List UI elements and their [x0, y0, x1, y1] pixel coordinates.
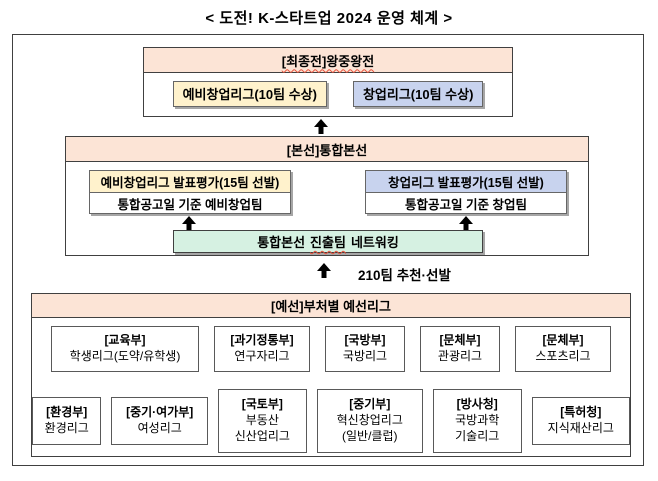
- dept-label: [중기부]: [349, 397, 391, 412]
- final-pre-league-box: 예비창업리그(10팀 수상): [172, 80, 327, 107]
- final-stage-header-label: [최종전]왕중왕전: [281, 53, 375, 69]
- preliminary-header-label: [예선]부처별 예선리그: [271, 299, 391, 314]
- page-title: < 도전! K-스타트업 2024 운영 체계 >: [205, 10, 453, 27]
- league-box-tourism: [문체부] 관광리그: [420, 326, 500, 372]
- preliminary-row-1: [교육부] 학생리그(도약/유학생) [과기정통부] 연구자리그 [국방부] 국…: [32, 326, 630, 372]
- league-label: 여성리그: [137, 421, 182, 435]
- main-startup-league-title: 창업리그 발표평가(15팀 선발): [365, 170, 567, 193]
- league-label: 국방리그: [342, 349, 388, 363]
- up-arrow-icon: [316, 263, 332, 278]
- up-arrow-icon: [181, 216, 197, 231]
- up-arrow-icon: [458, 216, 474, 231]
- league-label: 환경리그: [44, 421, 89, 435]
- diagram-frame: [최종전]왕중왕전 예비창업리그(10팀 수상) 창업리그(10팀 수상) [본…: [12, 34, 644, 466]
- dept-label: [특허청]: [560, 405, 602, 420]
- main-pre-league-subtitle: 통합공고일 기준 예비창업팀: [89, 192, 291, 214]
- league-box-real-estate: [국토부] 부동산 신산업리그: [217, 389, 307, 453]
- preliminary-stage-box: [예선]부처별 예선리그 [교육부] 학생리그(도약/유학생) [과기정통부] …: [31, 293, 631, 457]
- dept-label: [국방부]: [344, 333, 386, 348]
- league-label: 스포츠리그: [535, 349, 591, 363]
- up-arrow-icon: [313, 119, 329, 134]
- league-box-women: [중기·여가부] 여성리그: [111, 397, 208, 445]
- main-stage-header-label: [본선]통합본선: [286, 142, 368, 158]
- final-stage-box: [최종전]왕중왕전 예비창업리그(10팀 수상) 창업리그(10팀 수상): [143, 47, 513, 117]
- main-stage-header: [본선]통합본선: [66, 137, 588, 162]
- league-label: 지식재산리그: [547, 421, 614, 435]
- league-box-defense: [국방부] 국방리그: [325, 326, 405, 372]
- networking-label-prefix: 통합본선: [257, 235, 306, 250]
- league-label: 학생리그(도약/유학생): [69, 349, 181, 363]
- league-box-environment: [환경부] 환경리그: [32, 397, 102, 445]
- dept-label: [환경부]: [46, 405, 88, 420]
- final-stage-header: [최종전]왕중왕전: [144, 48, 512, 73]
- networking-box: 통합본선 진출팀 네트워킹: [173, 230, 483, 253]
- dept-label: [국토부]: [241, 397, 283, 412]
- league-box-ip: [특허청] 지식재산리그: [531, 397, 630, 445]
- league-label: 연구자리그: [234, 349, 290, 363]
- preliminary-row-2: [환경부] 환경리그 [중기·여가부] 여성리그 [국토부] 부동산 신산업리그…: [32, 388, 630, 454]
- networking-label-suffix: 네트워킹: [350, 235, 399, 250]
- league-box-sports: [문체부] 스포츠리그: [515, 326, 611, 372]
- promotion-count-label: 210팀 추천·선발: [358, 268, 451, 283]
- dept-label: [문체부]: [439, 333, 481, 348]
- dept-label: [교육부]: [104, 333, 146, 348]
- dept-label: [방사청]: [456, 397, 498, 412]
- main-stage-box: [본선]통합본선 예비창업리그 발표평가(15팀 선발) 통합공고일 기준 예비…: [65, 136, 589, 256]
- league-label: 관광리그: [437, 349, 483, 363]
- final-stage-body: 예비창업리그(10팀 수상) 창업리그(10팀 수상): [144, 73, 512, 114]
- preliminary-header: [예선]부처별 예선리그: [32, 294, 630, 318]
- league-label: 혁신창업리그 (일반/클럽): [336, 413, 403, 443]
- league-label: 부동산 신산업리그: [234, 413, 290, 443]
- main-startup-league-group: 창업리그 발표평가(15팀 선발) 통합공고일 기준 창업팀: [365, 170, 567, 214]
- league-box-defense-science: [방사청] 국방과학 기술리그: [432, 389, 522, 453]
- league-label: 국방과학 기술리그: [455, 413, 500, 443]
- main-pre-league-title: 예비창업리그 발표평가(15팀 선발): [89, 170, 291, 193]
- final-startup-league-box: 창업리그(10팀 수상): [352, 80, 484, 107]
- league-box-innovation: [중기부] 혁신창업리그 (일반/클럽): [316, 389, 423, 453]
- main-pre-league-group: 예비창업리그 발표평가(15팀 선발) 통합공고일 기준 예비창업팀: [89, 170, 291, 214]
- league-box-education: [교육부] 학생리그(도약/유학생): [51, 326, 199, 372]
- dept-label: [중기·여가부]: [126, 405, 194, 420]
- league-box-science-ict: [과기정통부] 연구자리그: [214, 326, 310, 372]
- dept-label: [과기정통부]: [230, 333, 294, 348]
- dept-label: [문체부]: [542, 333, 584, 348]
- main-startup-league-subtitle: 통합공고일 기준 창업팀: [365, 192, 567, 214]
- networking-label-underlined: 진출팀: [310, 235, 346, 250]
